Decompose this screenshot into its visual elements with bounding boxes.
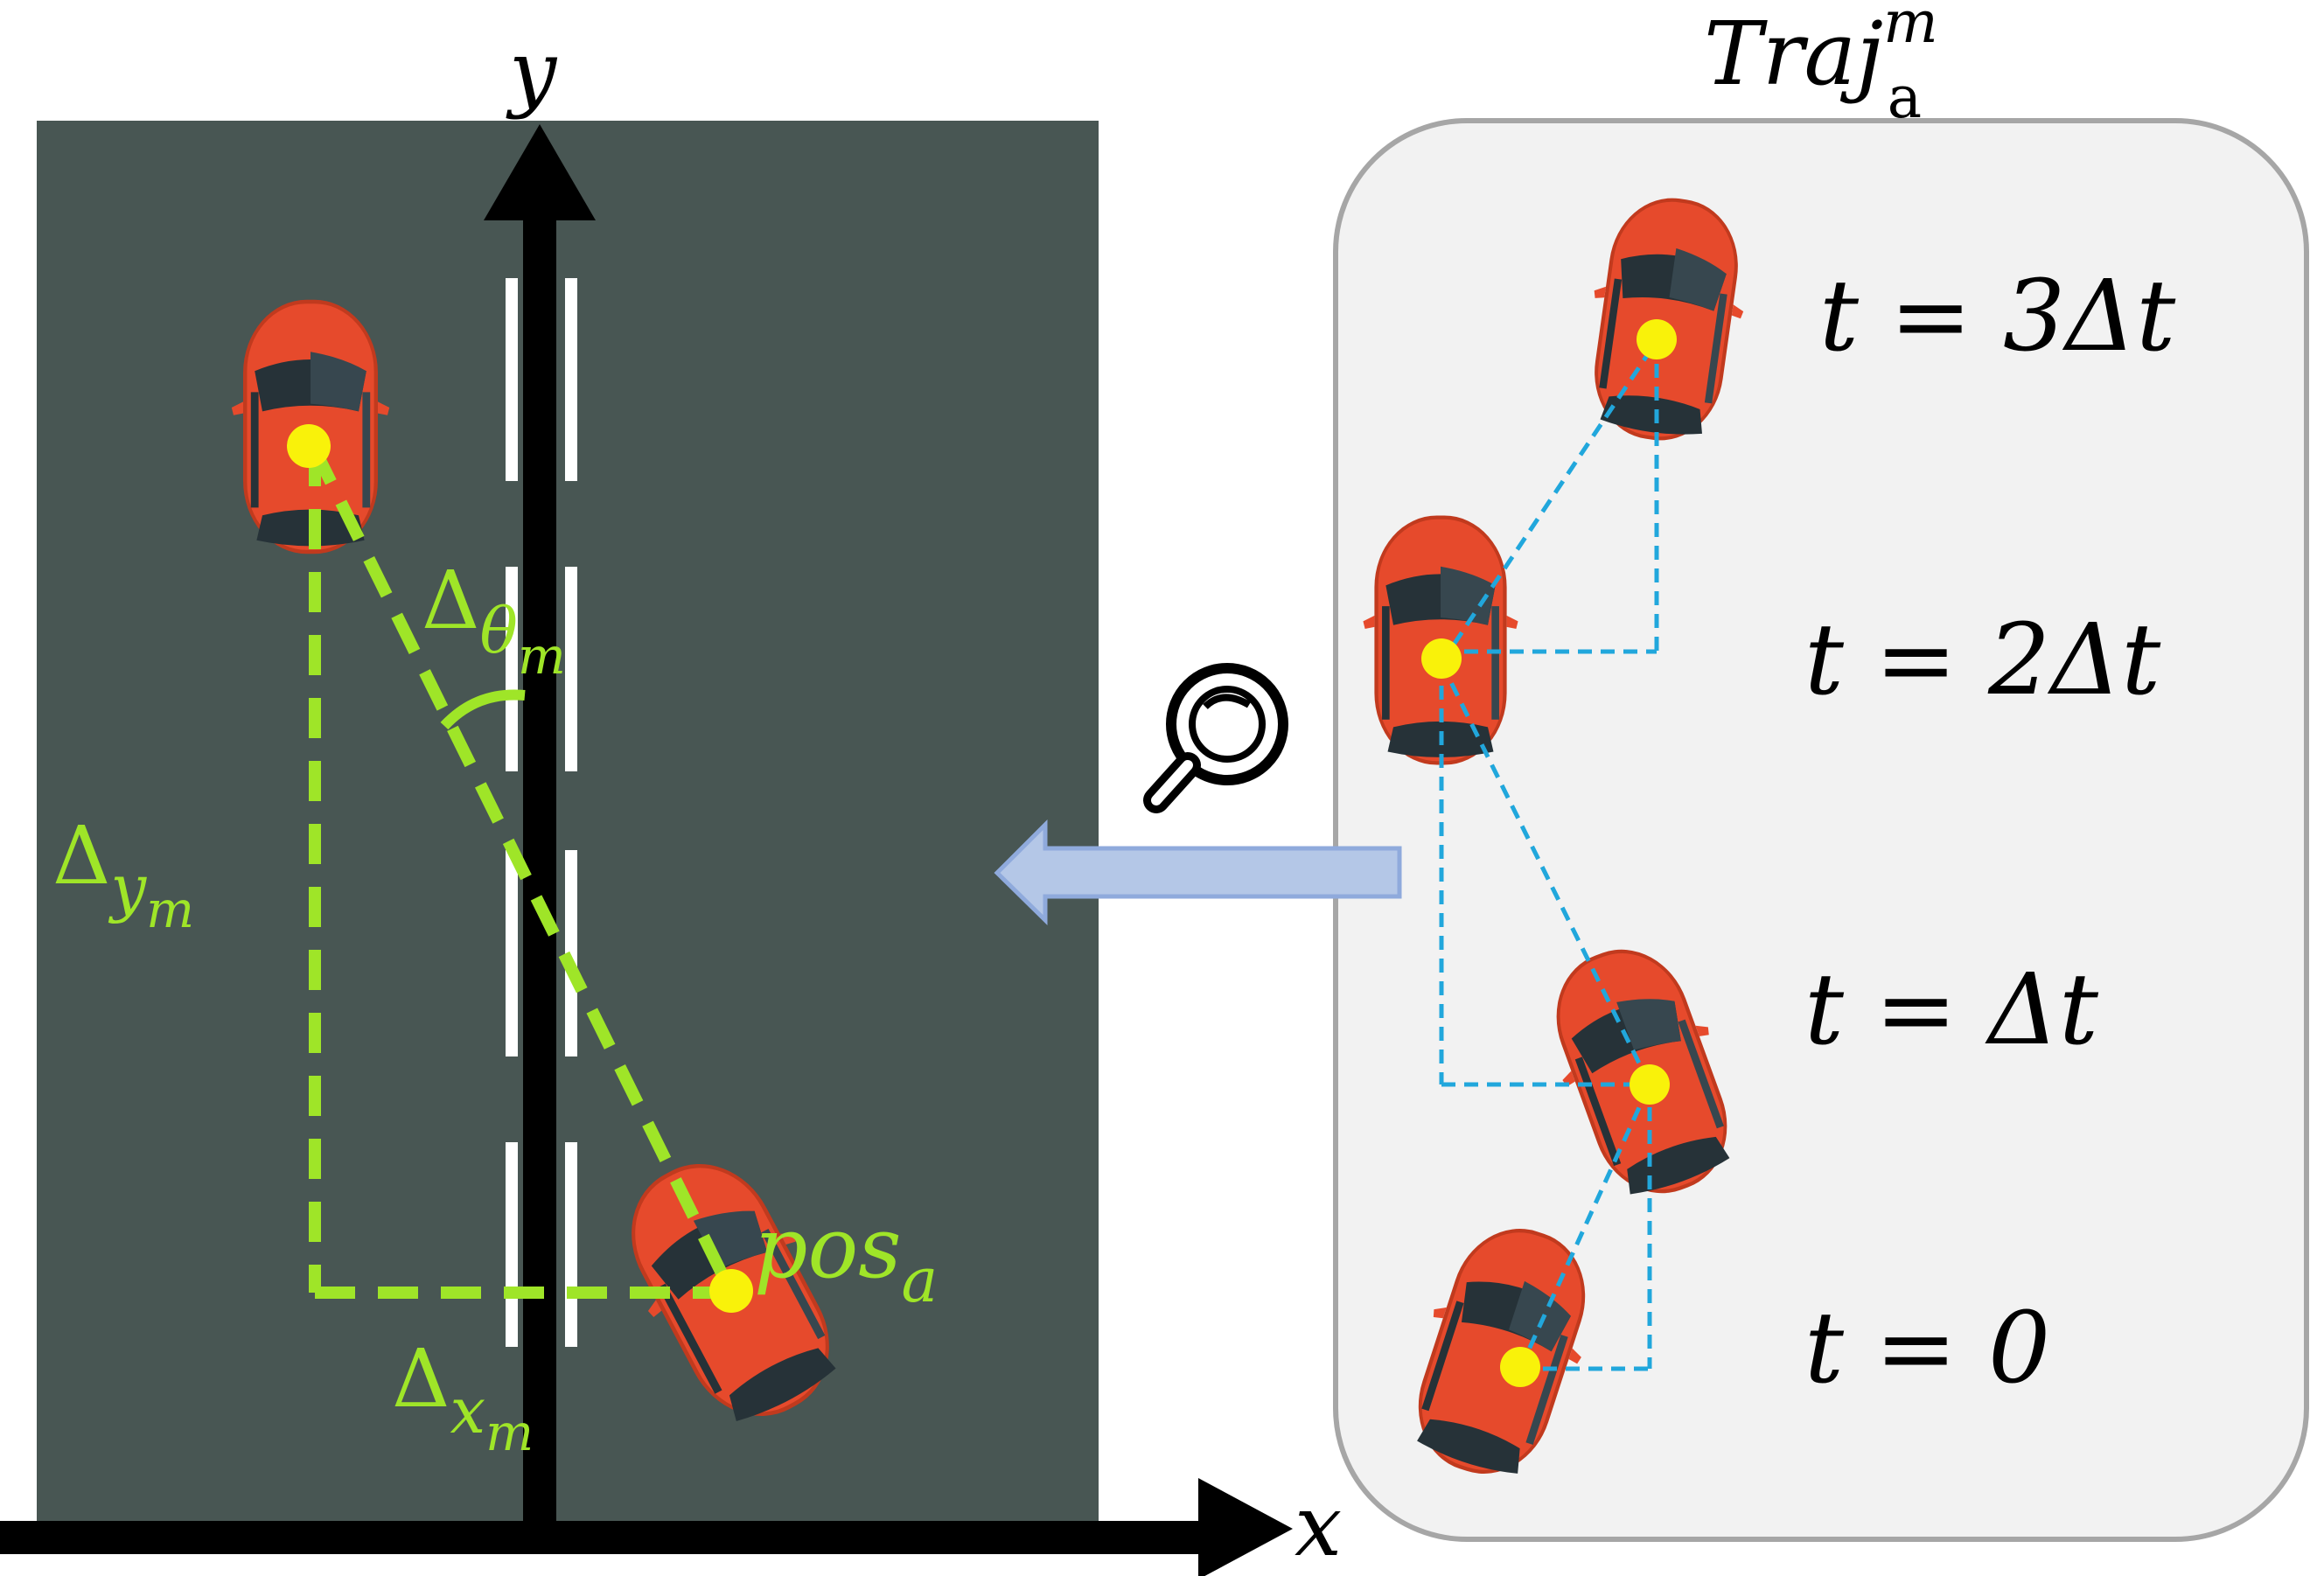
y-axis <box>484 124 596 1535</box>
trajectory-marker <box>1500 1347 1540 1387</box>
time-label-0: t = 0 <box>1804 1292 2050 1405</box>
annotation-lines <box>307 443 737 1299</box>
position-marker <box>709 1269 753 1313</box>
magnifier-icon <box>1143 663 1288 813</box>
trajectory-marker <box>1630 1064 1670 1105</box>
x-axis-label: x <box>1295 1477 1342 1575</box>
angle-arc <box>440 689 526 730</box>
direction-arrow <box>994 819 1402 925</box>
lane-markings <box>506 278 577 1347</box>
x-axis <box>0 1478 1293 1576</box>
trajectory-marker <box>1421 638 1462 679</box>
trajectory-marker <box>1637 319 1677 359</box>
trajectory-lines <box>1439 339 1659 1371</box>
delta-theta-label: Δθm <box>422 554 566 686</box>
y-axis-label: y <box>506 23 558 121</box>
trajectory-panel <box>1333 118 2309 1542</box>
time-label-2dt: t = 2Δt <box>1804 603 2161 717</box>
delta-y-label: Δym <box>52 809 194 939</box>
position-marker <box>287 424 331 468</box>
delta-x-label: Δxm <box>392 1332 534 1462</box>
time-label-dt: t = Δt <box>1804 953 2099 1067</box>
pos-label: posa <box>754 1199 938 1316</box>
time-label-3dt: t = 3Δt <box>1819 260 2176 373</box>
